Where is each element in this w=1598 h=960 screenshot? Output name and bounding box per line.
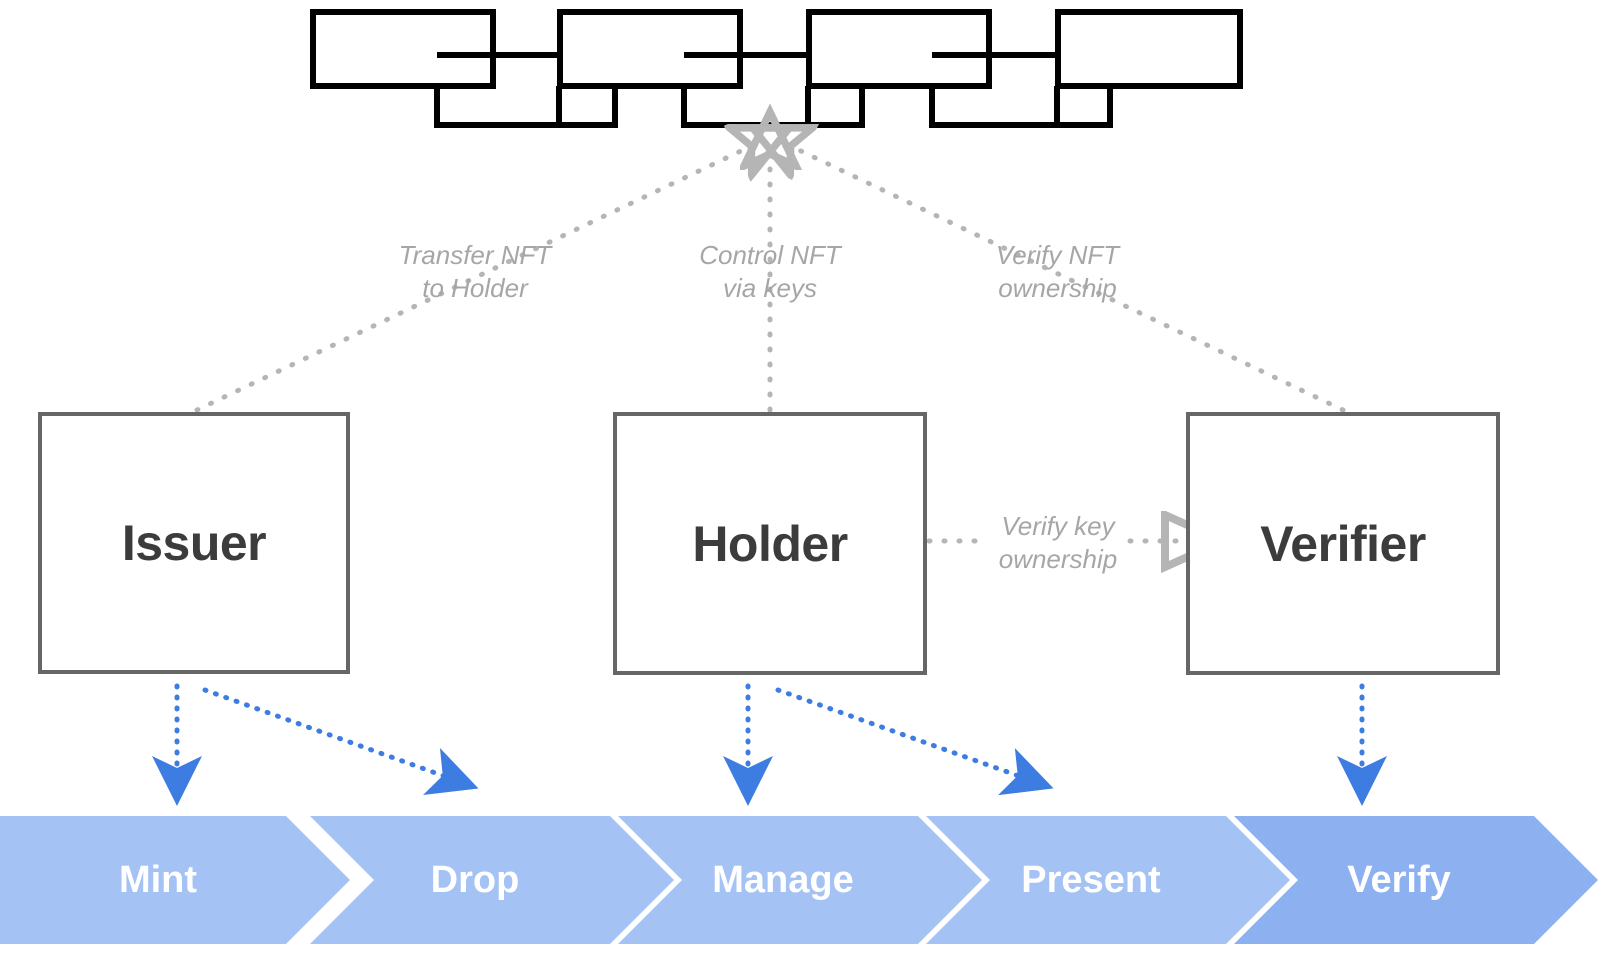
edge-verify-nft-ownership	[778, 140, 1346, 413]
stage-ribbon: Mint Drop Manage Present Verify	[0, 816, 1598, 944]
actor-label-issuer: Issuer	[121, 515, 267, 571]
edge-transfer-nft-to-holder	[194, 140, 764, 413]
chain-link-top-2	[557, 9, 743, 89]
stage-label-drop: Drop	[430, 858, 520, 901]
chain-link-top-3	[806, 9, 992, 89]
stage-label-present: Present	[1021, 858, 1161, 901]
actor-box-holder[interactable]: Holder	[613, 412, 927, 675]
stage-label-manage: Manage	[712, 858, 854, 901]
stage-arrow-group	[152, 683, 1387, 806]
arrow-holder-to-present	[775, 687, 1054, 796]
actor-box-verifier[interactable]: Verifier	[1186, 412, 1500, 675]
arrow-issuer-to-drop	[202, 687, 479, 796]
actor-label-holder: Holder	[692, 515, 848, 572]
blockchain-chain-links-icon	[310, 9, 1243, 128]
stage-label-verify: Verify	[1347, 858, 1451, 901]
stage-chevron-drop[interactable]: Drop	[310, 816, 674, 944]
blockchain-edge-group	[194, 140, 1346, 413]
actor-label-verifier: Verifier	[1260, 515, 1426, 572]
stage-chevron-mint[interactable]: Mint	[0, 816, 350, 944]
actor-box-issuer[interactable]: Issuer	[38, 412, 350, 674]
chain-link-top-1	[310, 9, 496, 89]
stage-label-mint: Mint	[118, 858, 198, 901]
chain-link-top-4	[1055, 9, 1243, 89]
